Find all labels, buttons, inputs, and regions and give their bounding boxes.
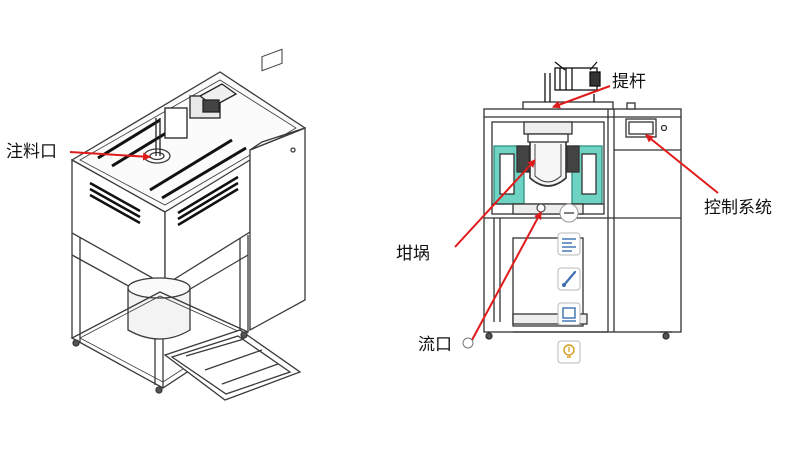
label-lift-rod: 提杆: [612, 72, 646, 92]
bulb-icon[interactable]: [557, 340, 581, 364]
floating-toolbar[interactable]: [557, 203, 581, 364]
label-crucible: 坩埚: [396, 244, 430, 264]
arrow-lift-rod: [552, 85, 611, 109]
anchor-handle[interactable]: [462, 337, 474, 349]
annotation-arrows: [69, 85, 719, 341]
align-text-icon[interactable]: [557, 232, 581, 256]
label-control-system: 控制系统: [704, 198, 772, 218]
arrow-crucible: [454, 159, 536, 248]
brush-icon[interactable]: [557, 267, 581, 291]
arrow-pour-inlet: [69, 151, 151, 161]
label-pour-inlet: 注料口: [6, 142, 57, 162]
isometric-machine-view: [70, 48, 307, 401]
arrow-control-system: [645, 134, 719, 194]
section-machine-view: [483, 61, 682, 340]
frame-icon[interactable]: [557, 302, 581, 326]
label-outflow: 流口: [418, 335, 452, 355]
arrow-outflow: [471, 211, 542, 341]
